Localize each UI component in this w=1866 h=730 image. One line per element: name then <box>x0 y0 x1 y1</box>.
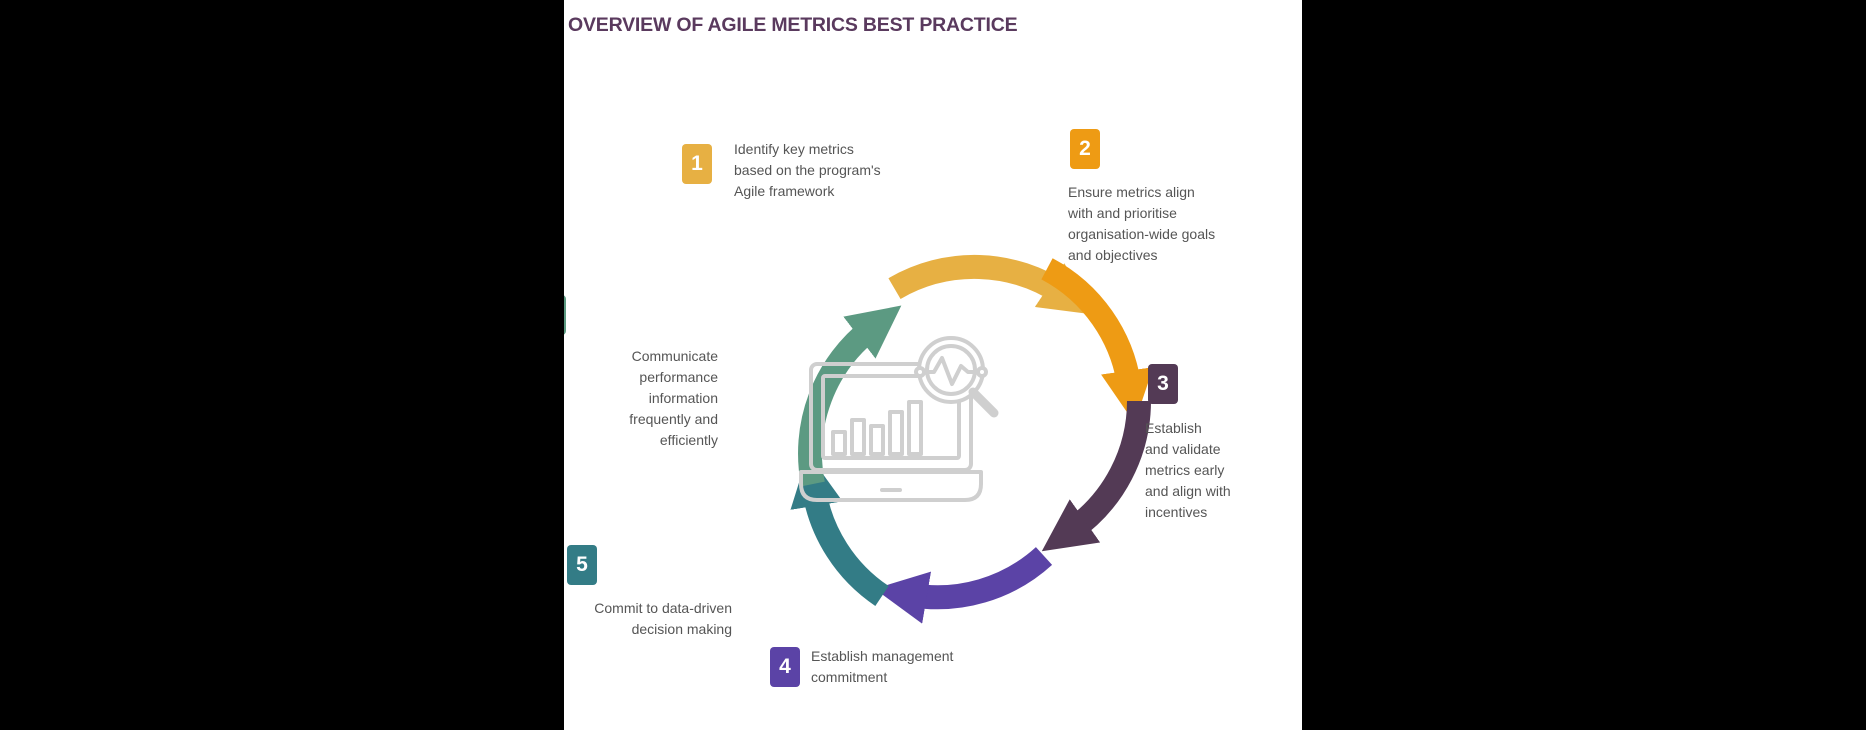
step-6-badge: 6 <box>564 295 566 335</box>
step-3-text: Establish and validate metrics early and… <box>1145 420 1231 520</box>
infographic-panel: OVERVIEW OF AGILE METRICS BEST PRACTICE <box>564 0 1302 730</box>
step-2-badge: 2 <box>1070 129 1100 169</box>
step-4-text: Establish management commitment <box>811 648 954 685</box>
arrow-segment-1 <box>888 254 1094 315</box>
page-title: OVERVIEW OF AGILE METRICS BEST PRACTICE <box>568 14 1018 36</box>
arrow-segment-6 <box>798 305 902 487</box>
arrow-segment-2 <box>1041 258 1154 424</box>
step-6-text: Communicate performance information freq… <box>629 348 718 448</box>
step-5-text: Commit to data-driven decision making <box>594 600 732 637</box>
step-3-badge: 3 <box>1148 364 1178 404</box>
step-4-badge: 4 <box>770 647 800 687</box>
laptop-analytics-icon <box>799 336 999 502</box>
step-1-text: Identify key metrics based on the progra… <box>734 141 881 199</box>
cycle-diagram <box>790 254 1154 624</box>
arrow-segment-5 <box>790 453 889 606</box>
arrow-segment-3 <box>1041 400 1151 552</box>
step-2-text: Ensure metrics align with and prioritise… <box>1068 184 1216 263</box>
step-1-badge: 1 <box>682 144 712 184</box>
arrow-segment-4 <box>874 546 1053 624</box>
step-5-badge: 5 <box>567 545 597 585</box>
